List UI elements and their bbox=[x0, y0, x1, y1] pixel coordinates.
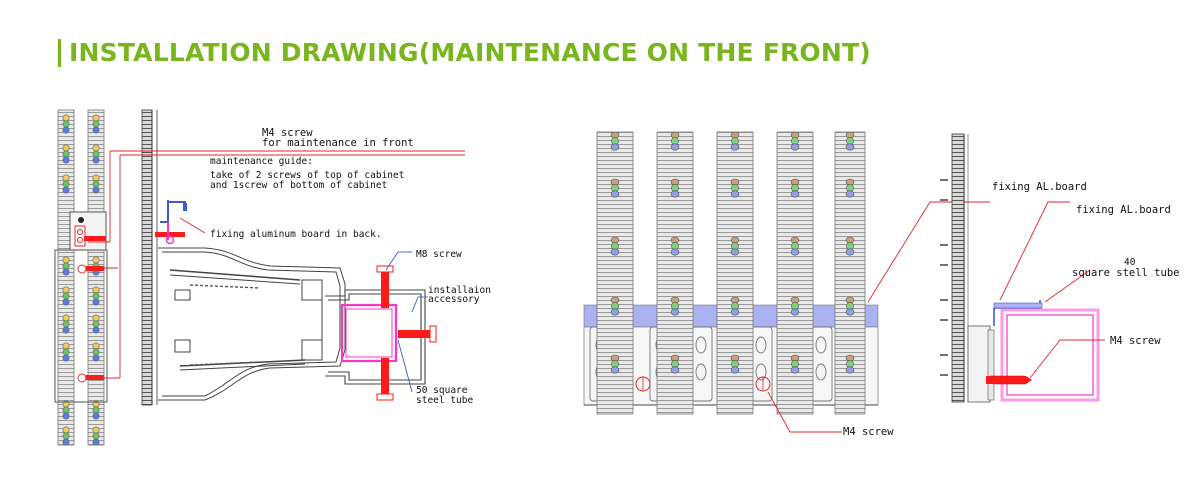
fixing-al-board-label-right: fixing AL.board bbox=[1076, 204, 1171, 216]
fixing-al-board-label-middle: fixing AL.board bbox=[992, 181, 1087, 193]
m8-screw-label: M8 screw bbox=[416, 249, 462, 260]
installation-accessory-label-1: installaion bbox=[428, 285, 491, 296]
m4-screw-label-middle: M4 screw bbox=[843, 426, 894, 438]
maintenance-guide-line2: and 1screw of bottom of cabinet bbox=[210, 180, 387, 191]
title-accent-bar bbox=[58, 38, 61, 67]
right-callout-lines bbox=[999, 201, 1105, 379]
cabinet-side-profile bbox=[967, 325, 991, 403]
m8-bolts bbox=[376, 265, 437, 401]
middle-front-view: M4 screw bbox=[583, 131, 990, 438]
m4-screw-label-left: M4 screw bbox=[262, 127, 313, 139]
screw-marker-1 bbox=[77, 264, 87, 274]
steel-tube-40-label-1: 40 bbox=[1124, 257, 1136, 268]
page-title: INSTALLATION DRAWING(MAINTENANCE ON THE … bbox=[69, 38, 871, 67]
screw-marker-2 bbox=[77, 373, 87, 383]
installation-accessory-label-2: accessory bbox=[428, 294, 480, 305]
side-tick-marks bbox=[940, 179, 948, 376]
left-section-drawing: M4 screw for maintenance in front mainte… bbox=[54, 109, 491, 446]
steel-tube-50 bbox=[340, 303, 398, 363]
beam-rivets bbox=[189, 284, 261, 366]
left-callout-lines bbox=[88, 150, 465, 379]
m4-screw-label-right: M4 screw bbox=[1110, 335, 1161, 347]
left-leader-lines bbox=[385, 251, 428, 393]
maintenance-guide-line1: take of 2 screws of top of cabinet bbox=[210, 170, 404, 181]
steel-tube-50-label-2: steel tube bbox=[416, 395, 473, 406]
cabinet-top-joint bbox=[69, 211, 107, 251]
maintenance-guide-title: maintenance guide: bbox=[210, 156, 313, 167]
right-side-section: fixing AL.board fixing AL.board 40 squar… bbox=[940, 133, 1179, 403]
cabinet-back-plate bbox=[141, 109, 153, 406]
steel-tube-40 bbox=[1000, 308, 1100, 402]
steel-tube-40-label-2: square stell tube bbox=[1072, 267, 1179, 279]
title-block: INSTALLATION DRAWING(MAINTENANCE ON THE … bbox=[58, 38, 871, 67]
fixing-aluminum-board-label: fixing aluminum board in back. bbox=[210, 229, 382, 240]
side-panel-strip bbox=[951, 133, 965, 403]
installation-beam-profile bbox=[158, 247, 346, 401]
m4-screw-bolt bbox=[986, 375, 1032, 385]
steel-tube-50-label-1: 50 square bbox=[416, 385, 468, 396]
m4-screw-note-label: for maintenance in front bbox=[262, 137, 414, 149]
fixing-aluminum-board-bracket bbox=[155, 200, 206, 245]
